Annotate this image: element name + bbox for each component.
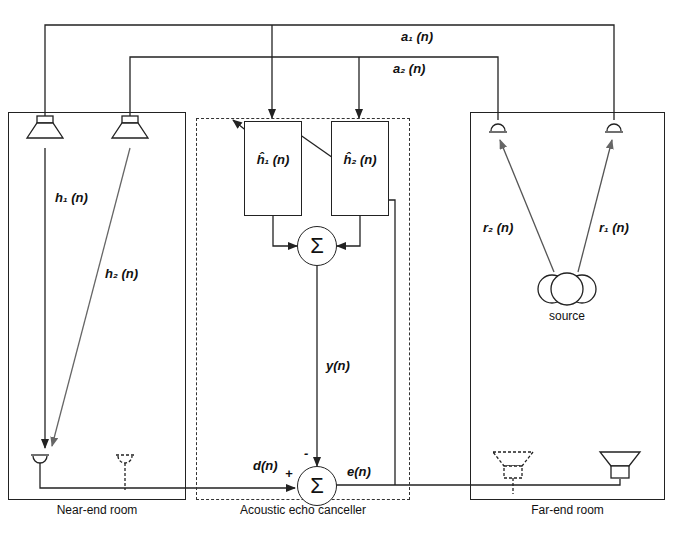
summer-circle: Σ (297, 466, 337, 506)
region-label: source (549, 309, 585, 323)
source-figure (535, 271, 599, 307)
signal-name: y(n) (325, 358, 351, 373)
microphone (489, 124, 507, 132)
signal-name: e(n) (346, 464, 372, 479)
filter-box: ĥ₁ (n) (244, 121, 302, 216)
tap-wire (271, 25, 272, 118)
room-box: Near-end room (8, 112, 186, 500)
filter-box: ĥ₂ (n) (331, 121, 389, 216)
path-name: r₁ (n) (598, 220, 630, 235)
canceller-box: Acoustic echo cancellerĥ₁ (n)ĥ₂ (n)ΣΣ (196, 118, 410, 500)
loudspeaker (493, 452, 533, 494)
loudspeaker (112, 116, 148, 138)
microphone (605, 124, 623, 132)
sum-symbol: Σ (298, 227, 336, 265)
echo-path (52, 148, 130, 446)
e-wire (336, 479, 620, 485)
summer-circle: Σ (297, 226, 337, 266)
sign-mark: + (284, 466, 294, 481)
region-label: Near-end room (57, 504, 138, 517)
path-name: h₂ (n) (104, 266, 139, 281)
signal-name: d(n) (252, 458, 279, 473)
sign-mark: - (303, 446, 309, 461)
signal-arrow (316, 266, 317, 466)
e-wire (384, 200, 395, 485)
room-box: Far-end roomsource (470, 112, 665, 500)
sum-symbol: Σ (298, 467, 336, 505)
echo-path (44, 148, 45, 448)
a2-wire (130, 57, 498, 120)
source-symbol: source (535, 271, 599, 327)
loudspeaker (27, 116, 63, 138)
source-path (578, 140, 612, 272)
source-path (500, 140, 554, 272)
a1-wire (45, 25, 614, 120)
region-label: Acoustic echo canceller (238, 504, 368, 517)
microphone (116, 455, 134, 490)
tap-wire (358, 57, 359, 118)
region-label: Far-end room (531, 504, 604, 517)
path-name: h₁ (n) (54, 190, 89, 205)
filter-label: ĥ₁ (n) (245, 152, 301, 167)
loudspeaker (600, 452, 640, 478)
signal-arrow (337, 216, 360, 246)
microphone (31, 455, 49, 463)
adaptation-line (296, 132, 336, 160)
signal-name: a₁ (n) (400, 29, 434, 44)
signal-arrow (273, 216, 297, 246)
filter-label: ĥ₂ (n) (332, 152, 388, 167)
signal-name: a₂ (n) (392, 61, 426, 76)
path-name: r₂ (n) (482, 220, 514, 235)
